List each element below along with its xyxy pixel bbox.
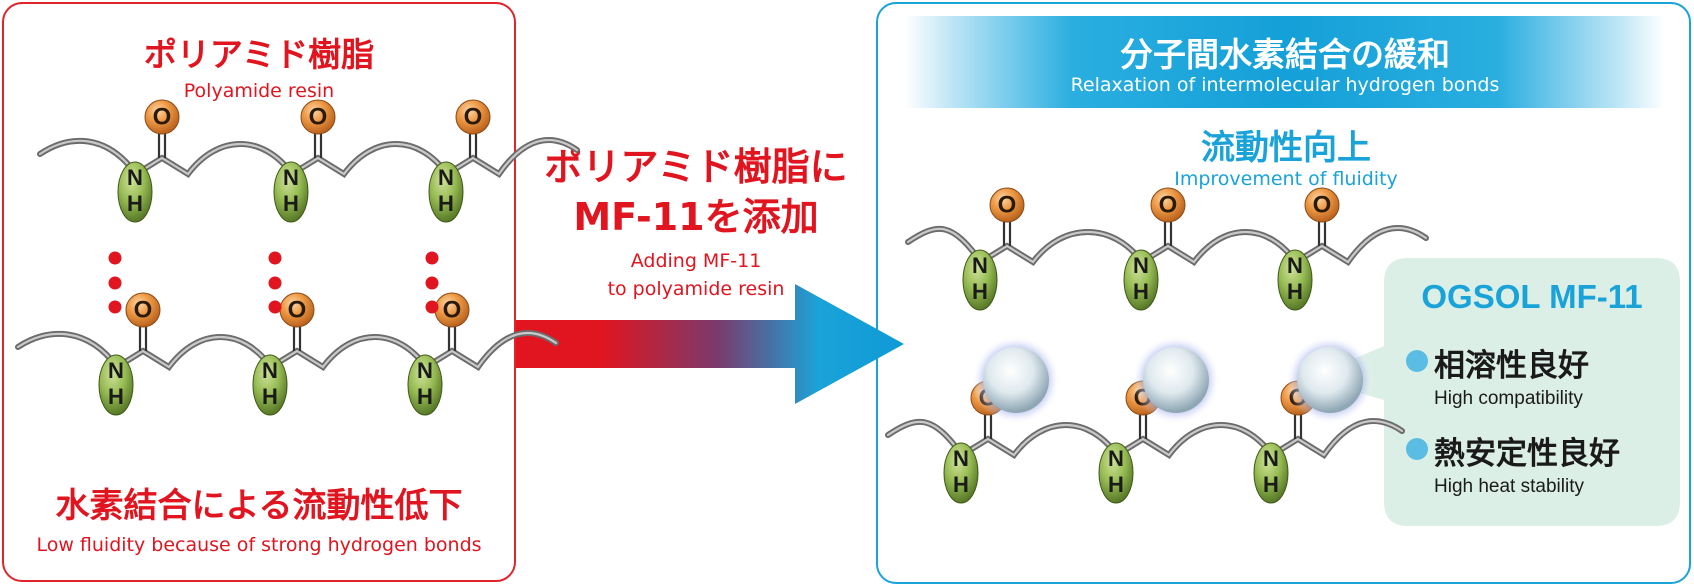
middle-en-line2: to polyamide resin [607, 278, 785, 300]
oxygen-atom [125, 292, 161, 328]
hydrogen-label: H [953, 472, 969, 497]
hydrogen-bond-dot [108, 251, 122, 265]
hydrogen-bond-dot [108, 276, 122, 290]
nh-group [1123, 249, 1159, 311]
left-caption-en: Low fluidity because of strong hydrogen … [36, 534, 482, 556]
callout-item-en: High heat stability [1434, 476, 1584, 497]
nh-group [273, 161, 309, 223]
nitrogen-label: N [1133, 253, 1149, 278]
oxygen-label: O [153, 103, 172, 130]
callout-bubble [1308, 258, 1680, 526]
nitrogen-label: N [1108, 446, 1124, 471]
right-upper-chain-highlight [906, 226, 1428, 264]
callout-item-en: High compatibility [1434, 388, 1583, 409]
hydrogen-label: H [283, 191, 299, 216]
add-arrow [516, 284, 904, 404]
polyamide-panel [2, 2, 516, 582]
nh-group [943, 442, 979, 504]
hydrogen-label: H [1108, 472, 1124, 497]
nitrogen-label: N [262, 358, 278, 383]
hydrogen-label: H [972, 279, 988, 304]
middle-en-line1: Adding MF-11 [630, 250, 762, 272]
nitrogen-label: N [1287, 253, 1303, 278]
nh-group [1098, 442, 1134, 504]
nh-group [252, 354, 288, 416]
left-caption-ja: 水素結合による流動性低下 [55, 486, 463, 526]
bullet-dot-icon [1406, 350, 1428, 372]
nitrogen-label: N [417, 358, 433, 383]
nh-group [1253, 442, 1289, 504]
oxygen-atom [300, 99, 336, 135]
callout-item-ja: 熱安定性良好 [1434, 436, 1620, 472]
nh-group [1277, 249, 1313, 311]
oxygen-label: O [309, 103, 328, 130]
hydrogen-bond-dot [268, 276, 282, 290]
hydrogen-label: H [417, 384, 433, 409]
hydrogen-bond-dot [425, 251, 439, 265]
oxygen-atom [144, 99, 180, 135]
right-sub-ja: 流動性向上 [1201, 128, 1371, 168]
oxygen-label: O [134, 296, 153, 323]
banner-title-en: Relaxation of intermolecular hydrogen bo… [1070, 74, 1500, 96]
left-upper-chain-highlight [38, 138, 579, 176]
left-lower-chain-highlight [16, 331, 558, 369]
oxygen-label: O [443, 296, 462, 323]
hydrogen-label: H [1133, 279, 1149, 304]
oxygen-label: O [998, 191, 1017, 218]
hydrogen-bond-dot [268, 251, 282, 265]
oxygen-label: O [1159, 191, 1178, 218]
oxygen-atom [989, 187, 1025, 223]
left-lower-chain [15, 330, 559, 372]
hydrogen-bond-dot [268, 300, 282, 314]
oxygen-atom [1150, 187, 1186, 223]
hydrogen-label: H [108, 384, 124, 409]
callout-item-ja: 相溶性良好 [1434, 348, 1589, 384]
right-lower-chain-highlight [886, 419, 1404, 457]
bullet-dot-icon [1406, 438, 1428, 460]
hydrogen-label: H [262, 384, 278, 409]
oxygen-atom [1304, 187, 1340, 223]
banner-title-ja: 分子間水素結合の緩和 [1120, 35, 1450, 74]
nitrogen-label: N [972, 253, 988, 278]
hydrogen-bond-dot [425, 276, 439, 290]
oxygen-label: O [288, 296, 307, 323]
nitrogen-label: N [108, 358, 124, 383]
hydrogen-label: H [1287, 279, 1303, 304]
callout-title: OGSOL MF-11 [1421, 278, 1643, 315]
nitrogen-label: N [1263, 446, 1279, 471]
hydrogen-bond-dot [425, 300, 439, 314]
oxygen-label: O [1313, 191, 1332, 218]
banner [905, 16, 1665, 108]
mf11-sphere [1297, 347, 1363, 413]
nh-group [428, 161, 464, 223]
nitrogen-label: N [953, 446, 969, 471]
nitrogen-label: N [127, 165, 143, 190]
mf11-sphere [1143, 347, 1209, 413]
hydrogen-bond-dot [108, 300, 122, 314]
nh-group [962, 249, 998, 311]
hydrogen-label: H [1263, 472, 1279, 497]
nh-group [98, 354, 134, 416]
mf11-sphere [983, 347, 1049, 413]
nh-group [117, 161, 153, 223]
hydrogen-label: H [438, 191, 454, 216]
nitrogen-label: N [438, 165, 454, 190]
hydrogen-label: H [127, 191, 143, 216]
right-sub-en: Improvement of fluidity [1174, 168, 1398, 190]
oxygen-label: O [464, 103, 483, 130]
left-title-ja: ポリアミド樹脂 [143, 35, 375, 74]
middle-title-ja-line1: ポリアミド樹脂に [544, 145, 848, 189]
middle-title-ja-line2: MF-11を添加 [573, 195, 819, 239]
left-title-en: Polyamide resin [183, 80, 335, 102]
nitrogen-label: N [283, 165, 299, 190]
nh-group [407, 354, 443, 416]
oxygen-atom [455, 99, 491, 135]
